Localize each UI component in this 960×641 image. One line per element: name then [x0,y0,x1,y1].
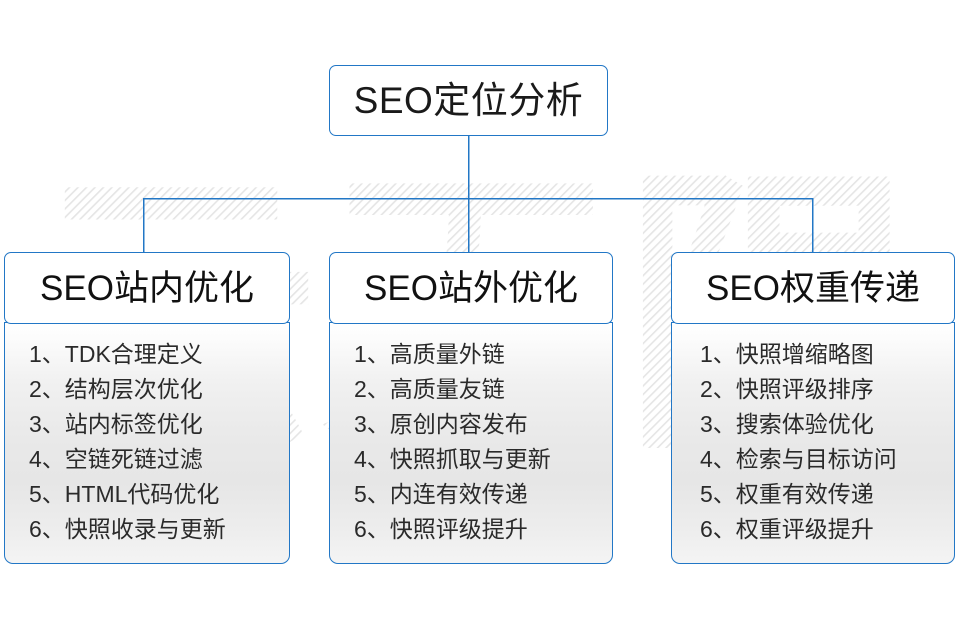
list-item: 2、快照评级排序 [700,372,954,407]
list-item: 5、内连有效传递 [354,477,612,512]
list-item-text: 检索与目标访问 [735,446,897,472]
list-item-number: 5、 [700,481,736,507]
list-item-number: 5、 [29,481,65,507]
column-header-label-2: SEO权重传递 [706,268,920,308]
list-item-number: 4、 [354,446,390,472]
page-title: SEO定位分析 [353,80,584,121]
column-header-2: SEO权重传递 [671,252,955,324]
column-body-1: 1、高质量外链 2、高质量友链 3、原创内容发布 4、快照抓取与更新 5、内连有… [329,322,613,564]
list-item: 3、搜索体验优化 [700,407,954,442]
list-item: 6、快照收录与更新 [29,512,289,547]
column-seo-offsite: SEO站外优化 1、高质量外链 2、高质量友链 3、原创内容发布 4、快照抓取与… [329,252,613,564]
column-list-2: 1、快照增缩略图 2、快照评级排序 3、搜索体验优化 4、检索与目标访问 5、权… [672,337,954,547]
list-item: 4、检索与目标访问 [700,442,954,477]
list-item-text: 内连有效传递 [389,481,528,507]
list-item-number: 6、 [700,516,736,542]
list-item: 3、站内标签优化 [29,407,289,442]
list-item-text: 快照评级排序 [735,376,874,402]
list-item-number: 1、 [700,341,736,367]
list-item-number: 4、 [700,446,736,472]
list-item-text: 快照增缩略图 [735,341,874,367]
list-item-text: HTML代码优化 [64,481,220,507]
list-item: 4、空链死链过滤 [29,442,289,477]
diagram-title-box: SEO定位分析 [329,65,608,136]
list-item-number: 3、 [29,411,65,437]
list-item-number: 3、 [354,411,390,437]
column-header-label-0: SEO站内优化 [40,268,254,308]
list-item-text: 空链死链过滤 [64,446,203,472]
list-item-text: 站内标签优化 [64,411,203,437]
list-item-text: 高质量外链 [389,341,505,367]
list-item-number: 5、 [354,481,390,507]
list-item: 1、快照增缩略图 [700,337,954,372]
list-item-text: 原创内容发布 [389,411,528,437]
column-body-2: 1、快照增缩略图 2、快照评级排序 3、搜索体验优化 4、检索与目标访问 5、权… [671,322,955,564]
list-item-text: 权重有效传递 [735,481,874,507]
list-item-number: 4、 [29,446,65,472]
list-item-number: 3、 [700,411,736,437]
list-item-text: 搜索体验优化 [735,411,874,437]
list-item-text: 高质量友链 [389,376,505,402]
list-item: 5、权重有效传递 [700,477,954,512]
list-item: 5、HTML代码优化 [29,477,289,512]
column-list-1: 1、高质量外链 2、高质量友链 3、原创内容发布 4、快照抓取与更新 5、内连有… [330,337,612,547]
column-seo-onsite: SEO站内优化 1、TDK合理定义 2、结构层次优化 3、站内标签优化 4、空链… [4,252,290,564]
list-item-number: 1、 [354,341,390,367]
list-item-text: 结构层次优化 [64,376,203,402]
column-header-1: SEO站外优化 [329,252,613,324]
list-item-text: 快照抓取与更新 [389,446,551,472]
list-item: 6、快照评级提升 [354,512,612,547]
list-item-text: TDK合理定义 [64,341,203,367]
column-seo-weight-transfer: SEO权重传递 1、快照增缩略图 2、快照评级排序 3、搜索体验优化 4、检索与… [671,252,955,564]
list-item-text: 快照收录与更新 [64,516,226,542]
list-item-number: 1、 [29,341,65,367]
column-list-0: 1、TDK合理定义 2、结构层次优化 3、站内标签优化 4、空链死链过滤 5、H… [5,337,289,547]
list-item: 1、高质量外链 [354,337,612,372]
list-item: 2、结构层次优化 [29,372,289,407]
list-item: 4、快照抓取与更新 [354,442,612,477]
column-header-label-1: SEO站外优化 [364,268,578,308]
column-header-0: SEO站内优化 [4,252,290,324]
list-item: 6、权重评级提升 [700,512,954,547]
list-item-number: 2、 [29,376,65,402]
list-item: 2、高质量友链 [354,372,612,407]
list-item-number: 6、 [354,516,390,542]
list-item-text: 快照评级提升 [389,516,528,542]
list-item-number: 2、 [700,376,736,402]
list-item: 3、原创内容发布 [354,407,612,442]
list-item-number: 6、 [29,516,65,542]
list-item-number: 2、 [354,376,390,402]
column-body-0: 1、TDK合理定义 2、结构层次优化 3、站内标签优化 4、空链死链过滤 5、H… [4,322,290,564]
list-item: 1、TDK合理定义 [29,337,289,372]
list-item-text: 权重评级提升 [735,516,874,542]
